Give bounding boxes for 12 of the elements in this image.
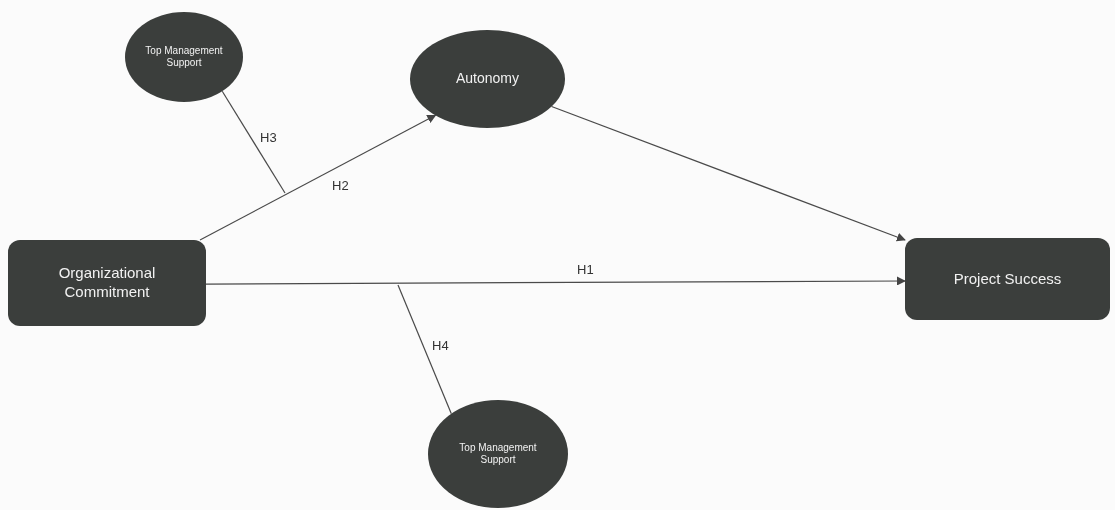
- moderator-line: [397, 284, 452, 415]
- node-label: Top Management Support: [144, 44, 224, 70]
- node-label: Autonomy: [455, 70, 519, 88]
- arrow: [199, 114, 437, 241]
- moderator-line: [221, 90, 286, 194]
- construct-box: [8, 240, 206, 326]
- arrow: [551, 105, 906, 242]
- node-label: Project Success: [953, 269, 1062, 289]
- arrow: [205, 276, 906, 286]
- construct-box: [905, 238, 1110, 320]
- node-label: Top Management Support: [458, 441, 538, 467]
- node-label: Organizational Commitment: [57, 264, 157, 302]
